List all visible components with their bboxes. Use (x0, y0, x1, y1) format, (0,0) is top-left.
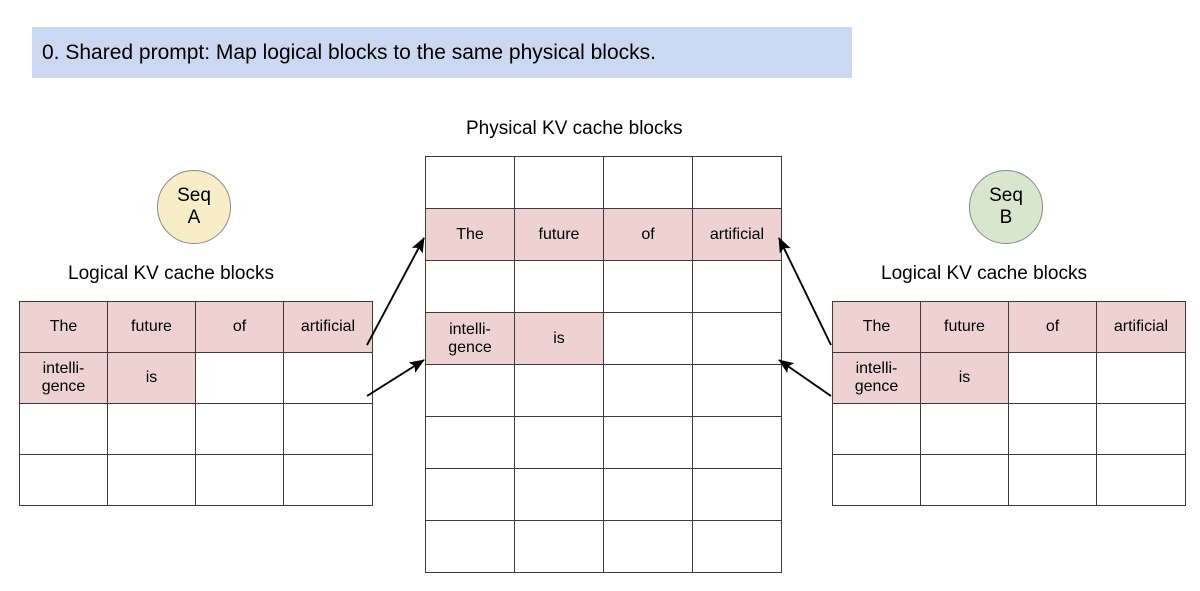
kv-block-empty (603, 468, 693, 521)
kv-block-filled: The (425, 208, 515, 261)
kv-block-empty (692, 520, 782, 573)
prompt-banner-text: 0. Shared prompt: Map logical blocks to … (42, 40, 656, 64)
kv-block-row (19, 403, 373, 455)
kv-block-empty (425, 468, 515, 521)
kv-block-empty (1008, 403, 1097, 455)
kv-block-filled: of (195, 301, 284, 353)
kv-block-filled: intelli-gence (19, 352, 108, 404)
kv-block-empty (514, 520, 604, 573)
prompt-banner: 0. Shared prompt: Map logical blocks to … (32, 27, 852, 78)
kv-block-empty (1096, 454, 1186, 506)
kv-block-empty (514, 468, 604, 521)
kv-block-empty (107, 454, 196, 506)
kv-block-filled: The (832, 301, 921, 353)
kv-block-empty (1096, 403, 1186, 455)
kv-block-filled: The (19, 301, 108, 353)
kv-block-empty (692, 312, 782, 365)
kv-block-empty (920, 403, 1009, 455)
kv-block-row (832, 403, 1186, 455)
kv-block-row (425, 364, 782, 417)
kv-block-empty (283, 454, 373, 506)
kv-block-filled: intelli-gence (425, 312, 515, 365)
kv-block-empty (603, 260, 693, 313)
kv-block-filled: future (107, 301, 196, 353)
kv-block-row (425, 416, 782, 469)
kv-block-empty (19, 403, 108, 455)
caption-logical-blocks-b: Logical KV cache blocks (881, 263, 1087, 284)
caption-physical-blocks: Physical KV cache blocks (466, 118, 683, 139)
arrow-a-row2-to-physical-row4 (366, 359, 425, 397)
seq-a-label-line2: A (187, 207, 201, 228)
kv-block-empty (603, 156, 693, 209)
kv-block-empty (514, 364, 604, 417)
kv-block-row (832, 454, 1186, 506)
seq-b-badge: Seq B (969, 170, 1043, 244)
seq-b-label-line1: Seq (989, 185, 1023, 207)
kv-block-empty (425, 416, 515, 469)
kv-block-empty (692, 364, 782, 417)
kv-block-empty (692, 416, 782, 469)
kv-block-filled: is (514, 312, 604, 365)
kv-block-empty (603, 520, 693, 573)
kv-block-empty (603, 416, 693, 469)
kv-block-empty (832, 454, 921, 506)
kv-block-filled: future (514, 208, 604, 261)
kv-block-empty (514, 416, 604, 469)
kv-block-empty (195, 454, 284, 506)
kv-block-empty (425, 364, 515, 417)
kv-block-empty (920, 454, 1009, 506)
kv-block-filled: artificial (692, 208, 782, 261)
caption-logical-blocks-a: Logical KV cache blocks (68, 263, 274, 284)
kv-block-empty (692, 156, 782, 209)
kv-block-row (425, 260, 782, 313)
kv-block-filled: is (107, 352, 196, 404)
kv-block-filled: artificial (283, 301, 373, 353)
arrow-b-row2-to-physical-row4 (778, 359, 832, 397)
kv-block-row (425, 156, 782, 209)
kv-block-filled: is (920, 352, 1009, 404)
kv-block-row (425, 520, 782, 573)
kv-block-empty (1008, 454, 1097, 506)
kv-block-empty (692, 468, 782, 521)
kv-block-empty (283, 403, 373, 455)
kv-block-empty (692, 260, 782, 313)
kv-block-filled: intelli-gence (832, 352, 921, 404)
kv-block-filled: artificial (1096, 301, 1186, 353)
kv-block-row (425, 468, 782, 521)
kv-block-empty (19, 454, 108, 506)
kv-block-filled: of (603, 208, 693, 261)
kv-block-empty (195, 352, 284, 404)
kv-block-filled: of (1008, 301, 1097, 353)
arrow-a-row1-to-physical-row2 (366, 237, 425, 346)
kv-block-filled: future (920, 301, 1009, 353)
kv-block-empty (603, 364, 693, 417)
seq-a-badge: Seq A (157, 170, 231, 244)
kv-block-empty (107, 403, 196, 455)
kv-block-empty (425, 520, 515, 573)
kv-block-row (19, 454, 373, 506)
kv-block-empty (832, 403, 921, 455)
seq-a-label-line1: Seq (177, 185, 211, 207)
kv-block-empty (1096, 352, 1186, 404)
kv-block-empty (195, 403, 284, 455)
kv-block-empty (283, 352, 373, 404)
kv-block-empty (1008, 352, 1097, 404)
seq-b-label-line2: B (999, 207, 1013, 228)
kv-block-empty (603, 312, 693, 365)
arrow-b-row1-to-physical-row2 (778, 237, 832, 346)
kv-block-empty (425, 260, 515, 313)
kv-block-empty (514, 260, 604, 313)
kv-block-empty (514, 156, 604, 209)
kv-block-empty (425, 156, 515, 209)
